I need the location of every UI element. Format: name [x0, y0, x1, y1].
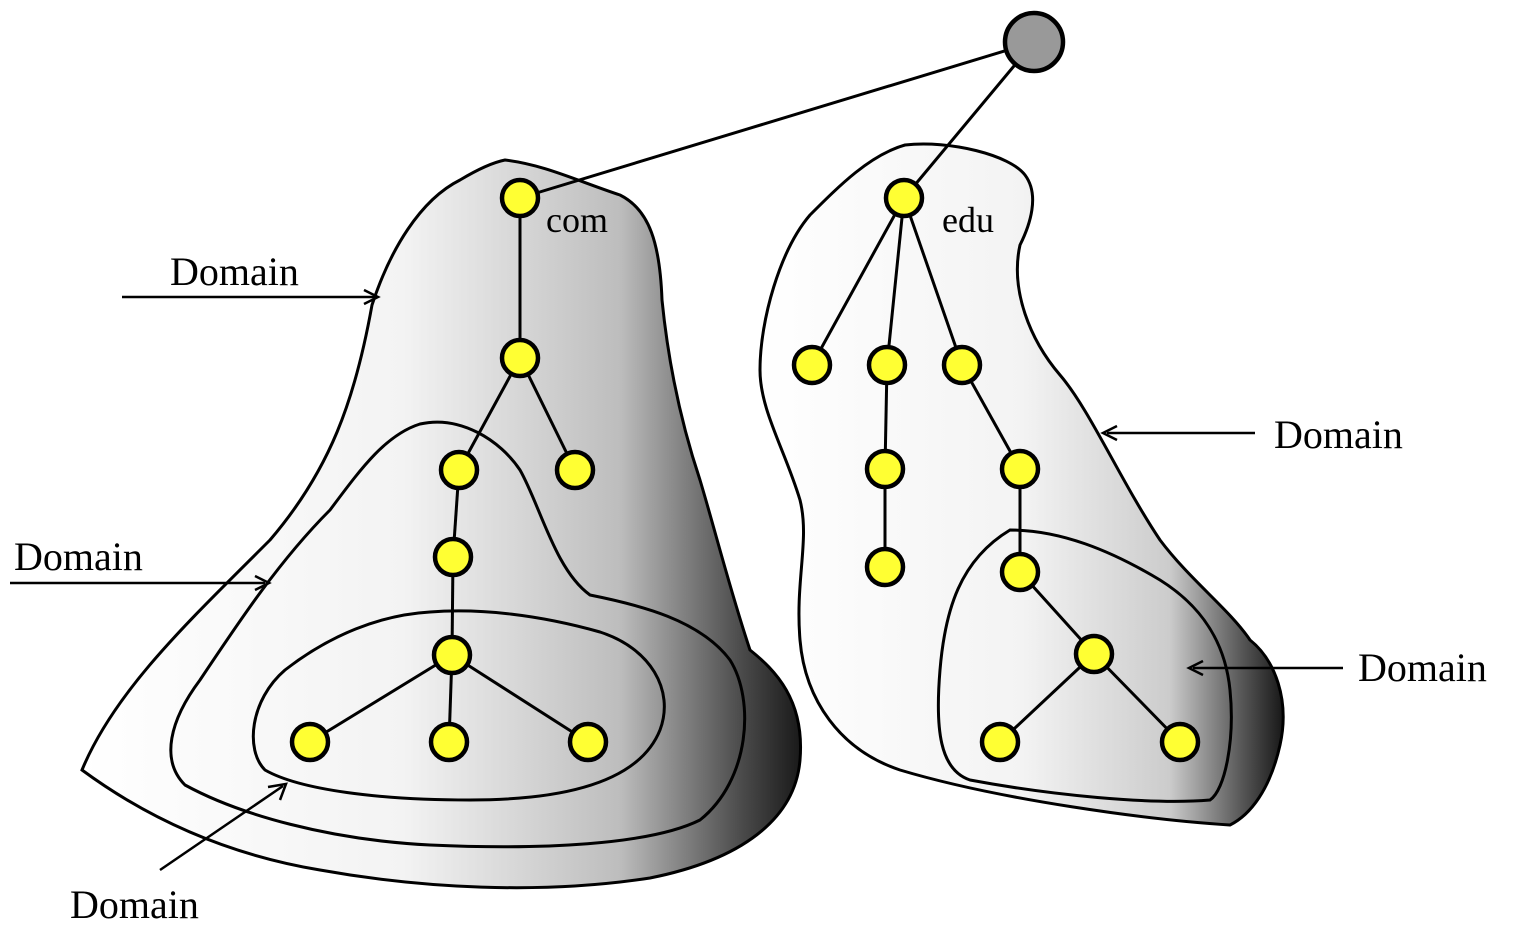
- node-com-leaf-1: [289, 721, 331, 763]
- node-edu-level5: [1073, 633, 1115, 675]
- domain-label-com-middle: Domain: [14, 534, 143, 579]
- node-edu: [883, 177, 925, 219]
- node-edu-child-3: [941, 344, 983, 386]
- tree-nodes: [289, 10, 1201, 763]
- com-inner-domain-region: [251, 609, 666, 802]
- tld-label-com: com: [546, 200, 608, 240]
- node-edu-level3-right: [999, 448, 1041, 490]
- domain-label-com-outer: Domain: [170, 249, 299, 294]
- node-edu-level3-left: [864, 448, 906, 490]
- tree-edges: [309, 40, 1182, 744]
- domain-label-edu-outer: Domain: [1274, 412, 1403, 457]
- node-edu-level4-left: [864, 546, 906, 588]
- node-com-level5: [431, 634, 473, 676]
- annotation-arrows: [10, 288, 1343, 872]
- node-com-level4: [432, 536, 474, 578]
- node-com-grandchild-right: [554, 449, 596, 491]
- domain-label-com-inner: Domain: [70, 882, 199, 927]
- node-com-leaf-2: [428, 721, 470, 763]
- root-node: [1002, 10, 1066, 74]
- node-edu-leaf-2: [1159, 721, 1201, 763]
- node-edu-level4-right: [999, 551, 1041, 593]
- node-com-grandchild-left: [438, 449, 480, 491]
- node-com-child: [499, 337, 541, 379]
- node-edu-child-2: [866, 344, 908, 386]
- tld-label-edu: edu: [942, 200, 994, 240]
- node-edu-child-1: [791, 344, 833, 386]
- domain-label-edu-inner: Domain: [1358, 645, 1487, 690]
- node-edu-leaf-1: [979, 721, 1021, 763]
- node-com-leaf-3: [567, 721, 609, 763]
- node-com: [499, 177, 541, 219]
